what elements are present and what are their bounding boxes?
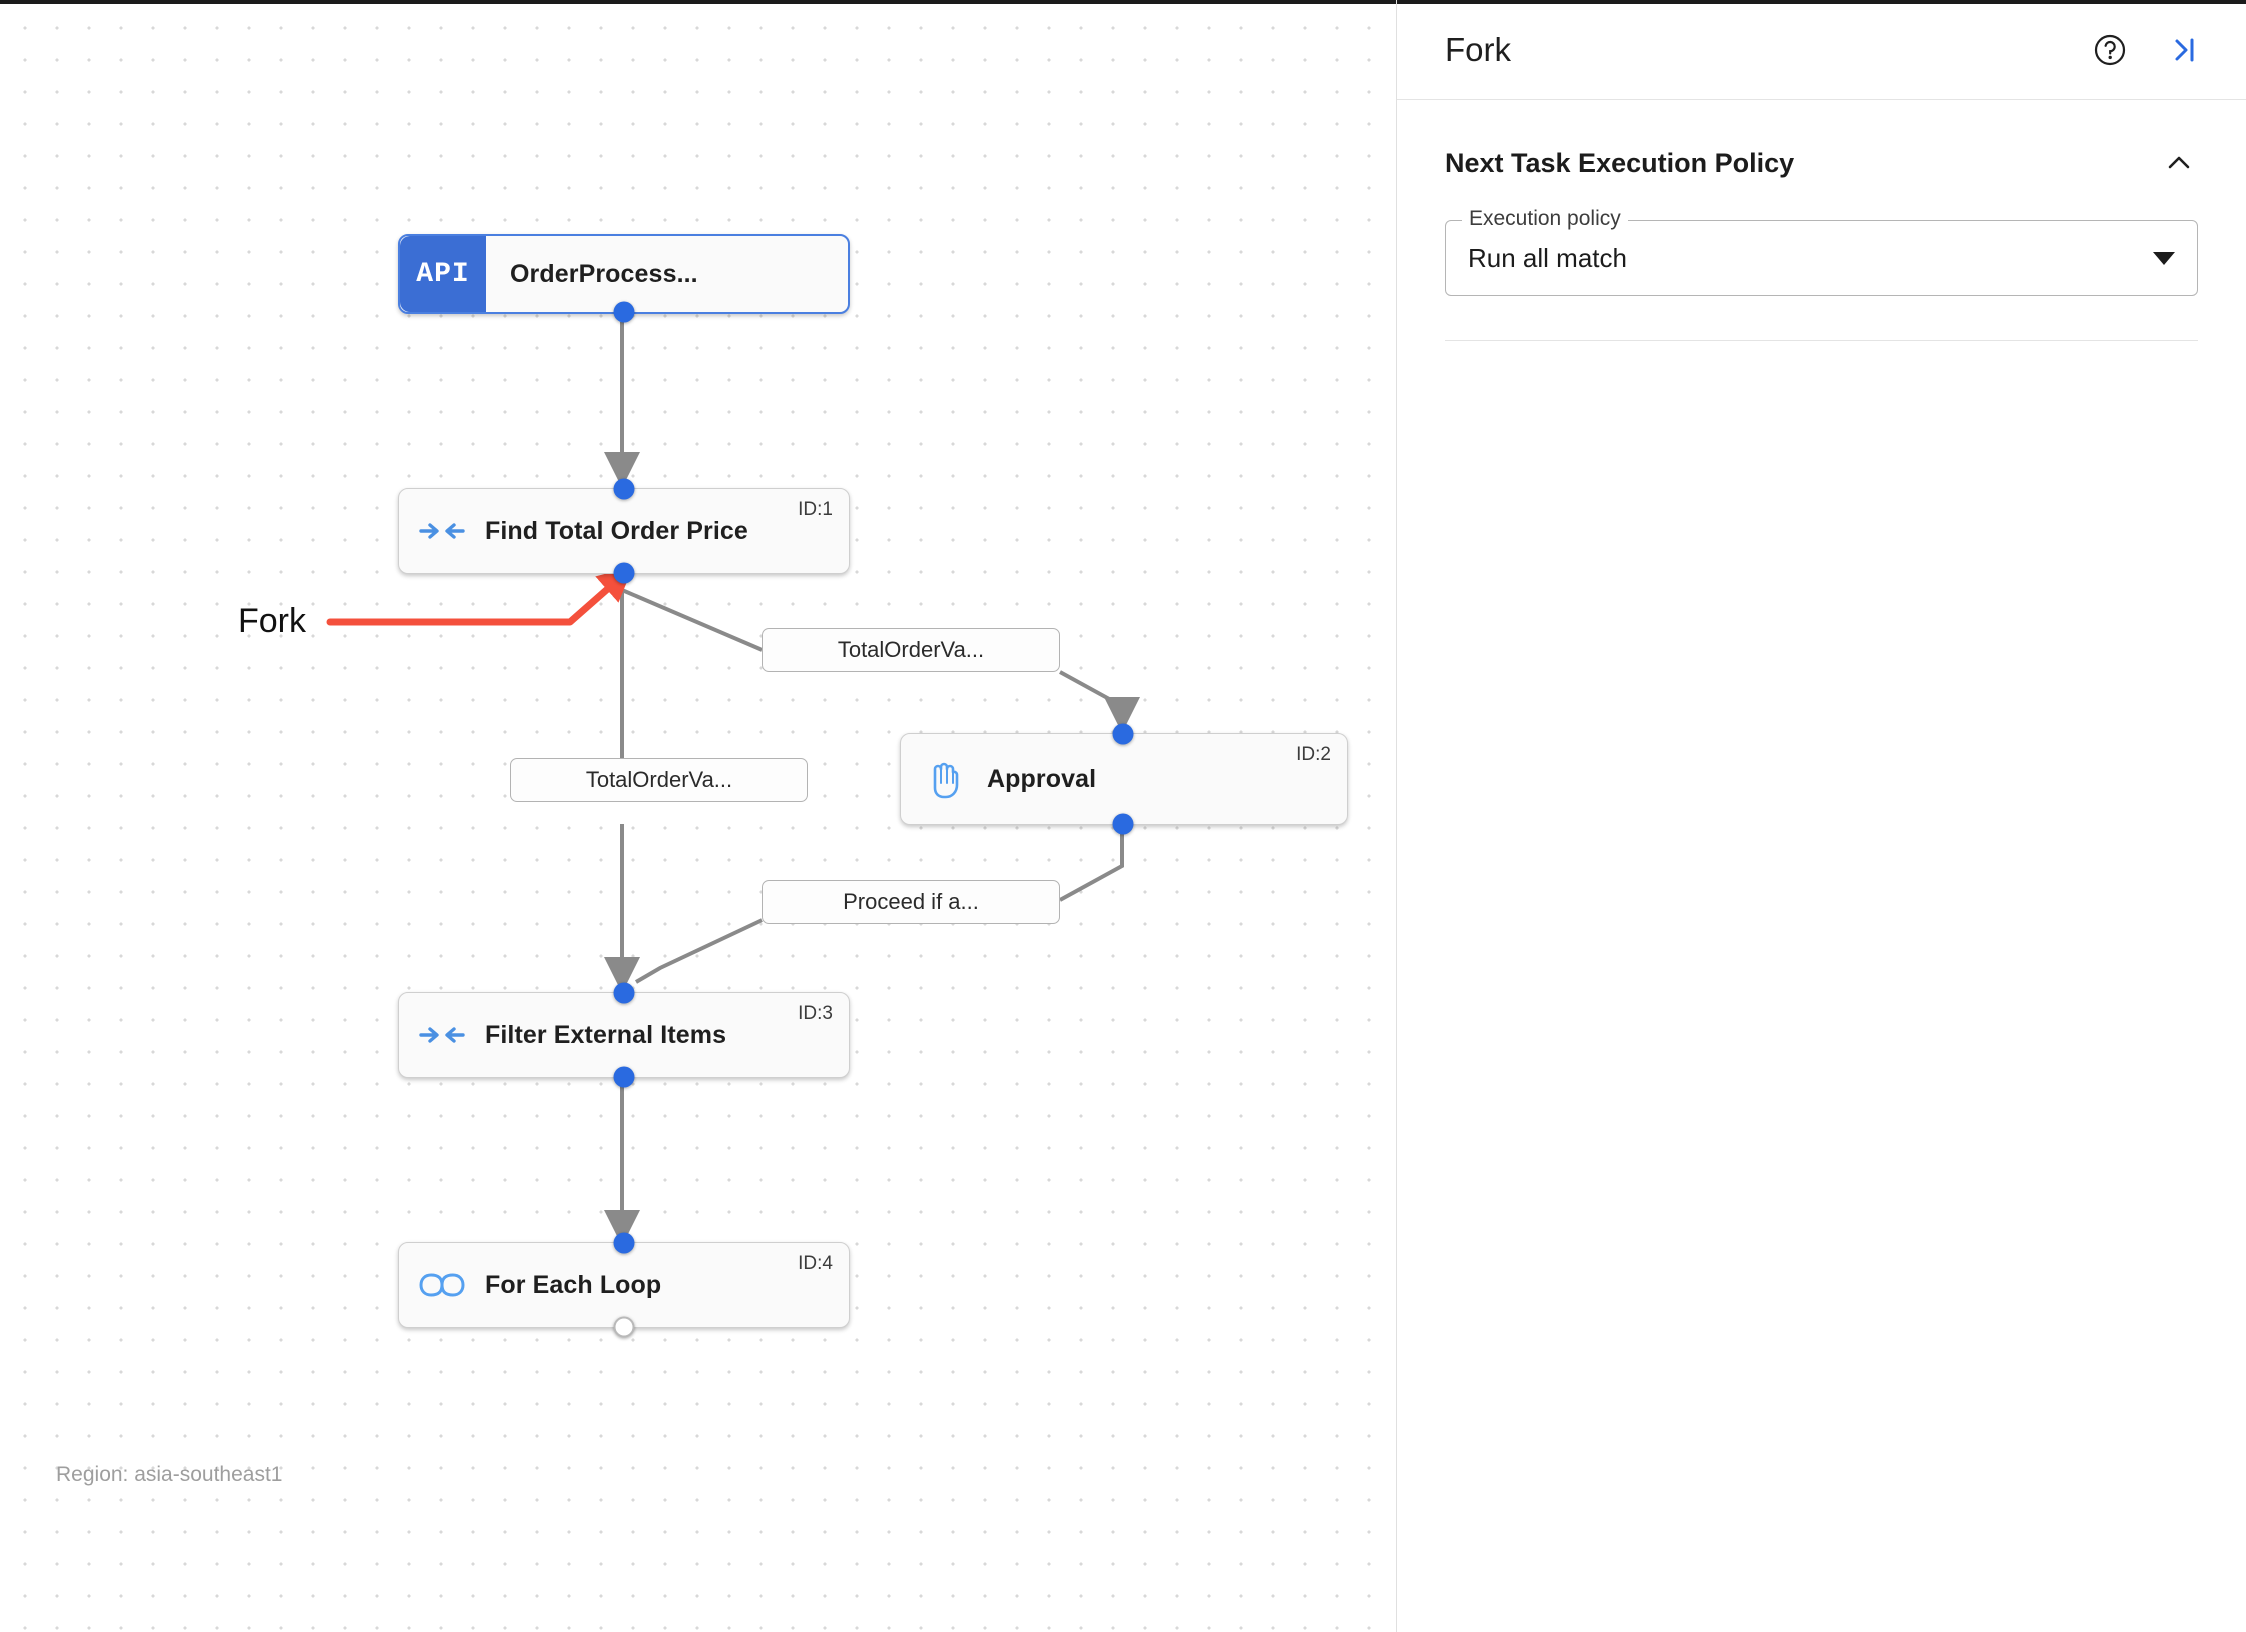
panel-header-actions [2090, 30, 2204, 70]
workflow-canvas[interactable]: Fork API OrderProcess... Find Total [0, 0, 1397, 1632]
edge-label-to-filter-direct[interactable]: TotalOrderVa... [510, 758, 808, 802]
properties-panel: Fork [1397, 0, 2246, 1632]
node-find-total-order-price-output-handle[interactable] [613, 562, 635, 584]
node-filter-external-items-id: ID:3 [798, 1003, 833, 1024]
execution-policy-select[interactable]: Execution policy Run all match [1445, 208, 2198, 296]
node-find-total-order-price-input-handle[interactable] [613, 478, 635, 500]
fork-annotation-label: Fork [238, 602, 306, 640]
edge-label-to-approval[interactable]: TotalOrderVa... [762, 628, 1060, 672]
node-for-each-loop-title: For Each Loop [485, 1270, 662, 1299]
node-find-total-order-price[interactable]: Find Total Order Price ID:1 [398, 478, 850, 584]
panel-header: Fork [1397, 0, 2246, 100]
panel-body: Next Task Execution Policy Execution pol… [1397, 100, 2246, 1632]
converge-arrows-icon [399, 516, 485, 546]
node-order-process-inner: API OrderProcess... [400, 236, 848, 312]
node-for-each-loop-id: ID:4 [798, 1253, 833, 1274]
node-find-total-order-price-inner: Find Total Order Price ID:1 [399, 489, 849, 573]
node-approval-input-handle[interactable] [1112, 723, 1134, 745]
node-filter-external-items-title: Filter External Items [485, 1020, 727, 1049]
chevron-up-icon[interactable] [2160, 144, 2198, 182]
panel-title: Fork [1445, 30, 1511, 68]
node-order-process[interactable]: API OrderProcess... [398, 234, 850, 323]
node-for-each-loop-output-handle[interactable] [613, 1316, 635, 1338]
edge-label-approval-to-filter[interactable]: Proceed if a... [762, 880, 1060, 924]
chevron-down-icon[interactable] [2153, 251, 2175, 265]
section-title: Next Task Execution Policy [1445, 147, 1795, 178]
section-next-task-execution-policy: Next Task Execution Policy Execution pol… [1445, 144, 2198, 341]
converge-arrows-icon [399, 1020, 485, 1050]
panel-top-rule [1397, 0, 2246, 4]
node-for-each-loop-input-handle[interactable] [613, 1232, 635, 1254]
infinity-icon [399, 1272, 485, 1298]
collapse-panel-icon[interactable] [2164, 30, 2204, 70]
api-badge-label: API [416, 258, 470, 290]
node-find-total-order-price-title: Find Total Order Price [485, 516, 748, 545]
node-filter-external-items[interactable]: Filter External Items ID:3 [398, 982, 850, 1088]
section-header[interactable]: Next Task Execution Policy [1445, 144, 2198, 182]
node-approval-inner: Approval ID:2 [901, 734, 1347, 824]
node-approval-title: Approval [987, 764, 1097, 793]
node-filter-external-items-output-handle[interactable] [613, 1066, 635, 1088]
node-order-process-output-handle[interactable] [613, 301, 635, 323]
api-badge-icon: API [400, 236, 486, 312]
execution-policy-legend: Execution policy [1462, 208, 1628, 229]
node-approval-output-handle[interactable] [1112, 813, 1134, 835]
canvas-top-rule [0, 0, 1396, 4]
node-for-each-loop-inner: For Each Loop ID:4 [399, 1243, 849, 1327]
node-find-total-order-price-id: ID:1 [798, 499, 833, 520]
node-filter-external-items-inner: Filter External Items ID:3 [399, 993, 849, 1077]
node-for-each-loop[interactable]: For Each Loop ID:4 [398, 1232, 850, 1338]
region-label: Region: asia-southeast1 [56, 1463, 283, 1486]
node-filter-external-items-input-handle[interactable] [613, 982, 635, 1004]
hand-icon [901, 758, 987, 800]
node-approval-id: ID:2 [1296, 744, 1331, 765]
node-order-process-title: OrderProcess... [510, 259, 698, 288]
node-approval[interactable]: Approval ID:2 [900, 723, 1348, 835]
execution-policy-value: Run all match [1468, 242, 1627, 273]
help-circle-icon[interactable] [2090, 30, 2130, 70]
